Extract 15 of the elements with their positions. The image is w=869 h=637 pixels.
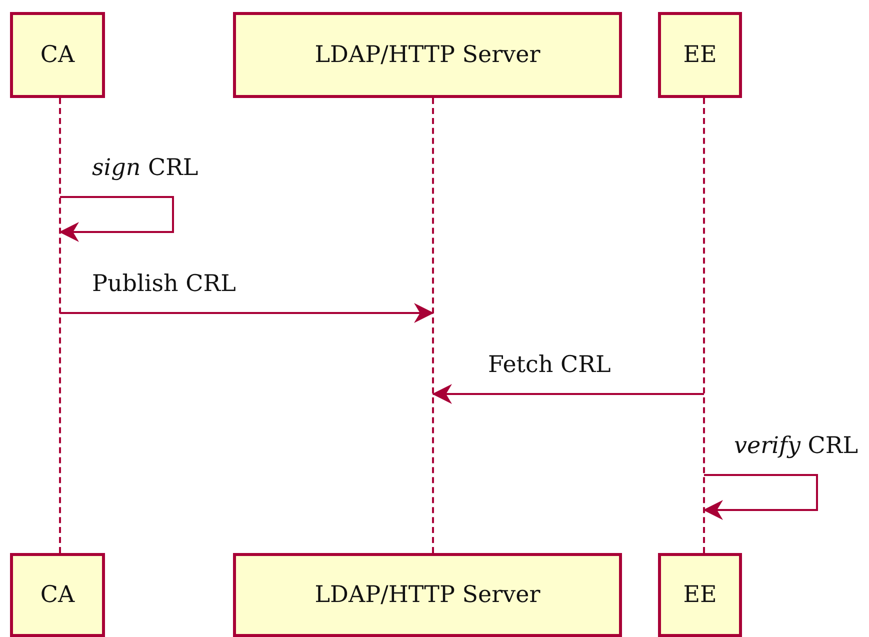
edge-label: verify CRL bbox=[734, 433, 858, 459]
self-message-arrow bbox=[703, 474, 818, 520]
participant-box: CA bbox=[10, 12, 105, 98]
self-message-arrow bbox=[59, 196, 174, 242]
message-arrow bbox=[432, 384, 704, 404]
participant-box: LDAP/HTTP Server bbox=[233, 12, 622, 98]
edge-label: sign CRL bbox=[92, 155, 198, 181]
lifeline bbox=[59, 98, 61, 553]
message-arrow bbox=[60, 303, 434, 323]
participant-box: CA bbox=[10, 553, 105, 637]
participant-box: LDAP/HTTP Server bbox=[233, 553, 622, 637]
participant-box: EE bbox=[658, 12, 742, 98]
participant-box: EE bbox=[658, 553, 742, 637]
lifeline bbox=[432, 98, 434, 553]
lifeline bbox=[703, 98, 705, 553]
